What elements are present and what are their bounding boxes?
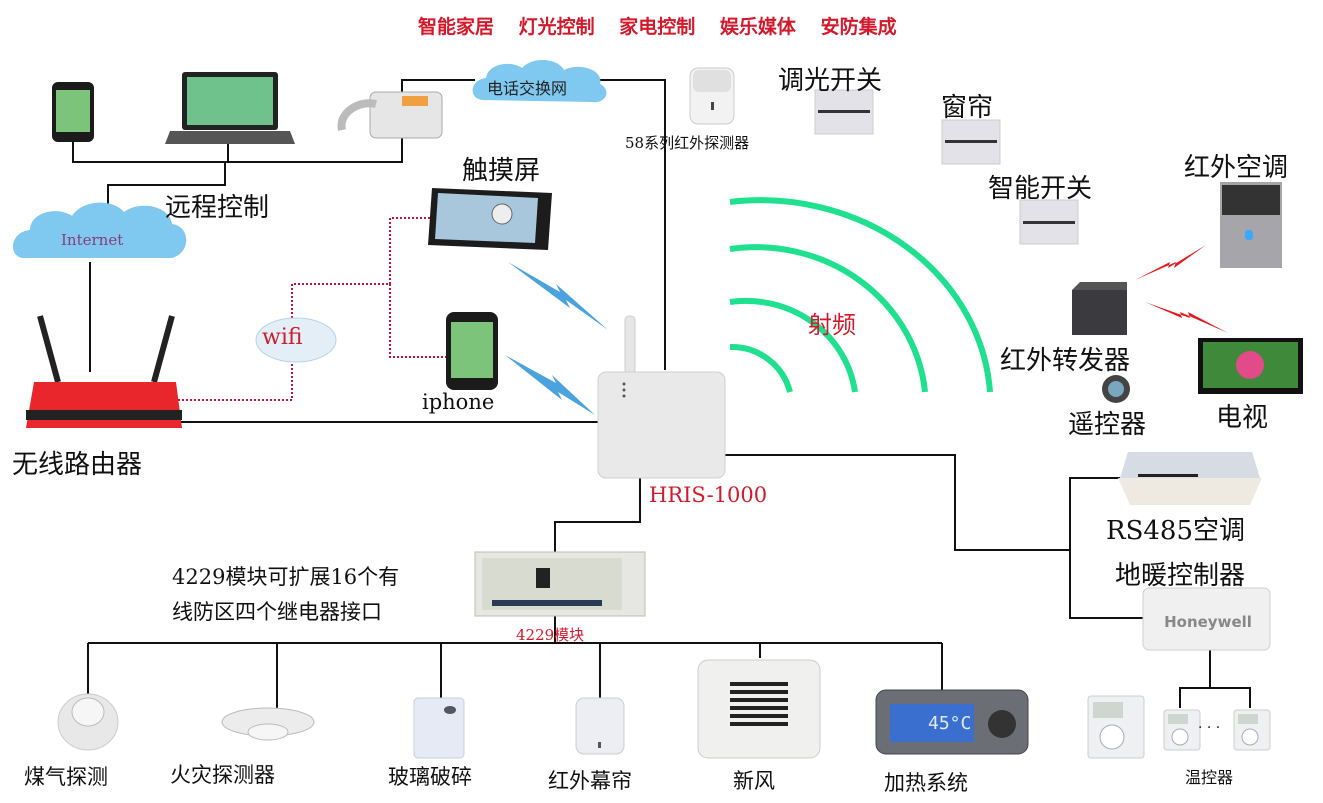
zone-label-ir-curtain: 红外幕帘 (548, 769, 632, 793)
remote-control-device-label: 遥控器 (1068, 410, 1147, 440)
telephone-icon (337, 91, 443, 139)
dimmer-switch-label: 调光开关 (778, 66, 883, 96)
floor-heating-label: 地暖控制器 (1115, 561, 1246, 591)
thermostat-icon (1233, 709, 1271, 751)
header-category: 安防集成 (820, 16, 897, 38)
rf-wave (729, 197, 993, 393)
ir-repeater-icon (1072, 282, 1127, 335)
wifi-iphone-link (389, 284, 447, 358)
wire-pstn-hub (600, 79, 666, 370)
curtain-label: 窗帘 (941, 93, 994, 123)
hub-label: HRIS-1000 (649, 483, 768, 507)
ir-curtain-detector-icon (575, 697, 625, 755)
heater-temperature-display: 45°C (928, 713, 972, 734)
remote-control-label: 远程控制 (165, 193, 270, 223)
wire-remote-top (72, 140, 403, 163)
router-label: 无线路由器 (12, 450, 143, 480)
smart-switch-icon (1019, 199, 1079, 245)
remote-control-icon (1102, 375, 1130, 403)
wifi-links (178, 217, 447, 401)
internet-cloud (12, 202, 187, 258)
wifi-touchscreen-link (291, 217, 430, 318)
glass-break-detector-icon (413, 697, 465, 759)
wifi-router-link (178, 360, 293, 401)
module-description-line1: 4229模块可扩展16个有 (172, 565, 400, 589)
rf-wave (729, 297, 858, 393)
hris-hub-icon (597, 315, 726, 479)
rf-wave (729, 244, 928, 393)
iphone-label: iphone (422, 390, 495, 414)
ir-bolt-icon (1145, 302, 1228, 333)
bolt-icon (505, 355, 595, 415)
touchscreen-label: 触摸屏 (462, 156, 541, 186)
module-description-line2: 线防区四个继电器接口 (172, 600, 382, 624)
header-categories: 智能家居 灯光控制 家电控制 娱乐媒体 安防集成 (418, 12, 915, 39)
module-label: 4229模块 (516, 626, 585, 644)
thermostat-icon (1163, 709, 1201, 751)
pstn-label: 电话交换网 (487, 79, 568, 98)
laptop-icon (165, 72, 295, 144)
ir-air-conditioner-icon (1220, 182, 1282, 268)
internet-label: Internet (61, 231, 124, 249)
bolt-icon (508, 262, 608, 330)
zone-label-gas: 煤气探测 (24, 765, 108, 789)
ir-ac-label: 红外空调 (1184, 153, 1289, 183)
zone-label-heating: 加热系统 (884, 771, 968, 795)
touchscreen-device-icon (428, 188, 552, 250)
gas-detector-icon (57, 693, 119, 751)
rf-waves (729, 197, 993, 393)
wire-to-internet (107, 162, 226, 212)
wire-bus-branch (1069, 477, 1145, 619)
wire-thermo-split (1179, 687, 1251, 708)
thermostat-icon (1087, 695, 1145, 759)
wifi-badge-icon (255, 317, 337, 363)
header-category: 灯光控制 (518, 16, 595, 38)
wire-hub-bus (720, 454, 1070, 551)
fire-detector-icon (221, 707, 315, 741)
zone-label-glass-break: 玻璃破碎 (388, 765, 472, 789)
honeywell-brand: Honeywell (1164, 613, 1252, 631)
header-category: 智能家居 (418, 16, 495, 38)
ir-bolts (1135, 245, 1228, 333)
thermostat-ellipsis: · · · (1198, 720, 1221, 736)
tv-icon (1198, 338, 1303, 394)
floor-heating-controller-icon (1142, 587, 1271, 651)
rs485-air-conditioner-icon (1118, 452, 1262, 505)
header-category: 家电控制 (619, 16, 696, 38)
tv-label: 电视 (1216, 403, 1269, 433)
wireless-bolts (505, 262, 608, 415)
zone-label-fresh-air: 新风 (733, 769, 775, 793)
smart-switch-label: 智能开关 (988, 174, 1093, 204)
fresh-air-unit-icon (697, 659, 821, 759)
wifi-label: wifi (262, 325, 303, 350)
heating-system-controller-icon (875, 689, 1029, 755)
ir-detector-label: 58系列红外探测器 (625, 134, 750, 152)
thermostat-label: 温控器 (1185, 768, 1234, 787)
rf-wave (729, 343, 793, 393)
curtain-switch-icon (941, 119, 1001, 165)
ir-repeater-label: 红外转发器 (1000, 346, 1131, 376)
rs485-ac-label: RS485空调 (1106, 516, 1246, 546)
wire-hub-module (554, 478, 641, 555)
module-4229-icon (474, 551, 646, 617)
zone-label-fire: 火灾探测器 (170, 763, 275, 787)
ir-detector-icon (689, 67, 735, 125)
iphone-icon (446, 312, 498, 390)
smartphone-icon (52, 82, 94, 142)
pstn-cloud (472, 59, 607, 103)
rf-label: 射频 (808, 311, 856, 339)
header-category: 娱乐媒体 (719, 16, 796, 38)
dimmer-switch-icon (814, 89, 874, 135)
ir-bolt-icon (1135, 245, 1206, 280)
router-icon (26, 315, 182, 428)
